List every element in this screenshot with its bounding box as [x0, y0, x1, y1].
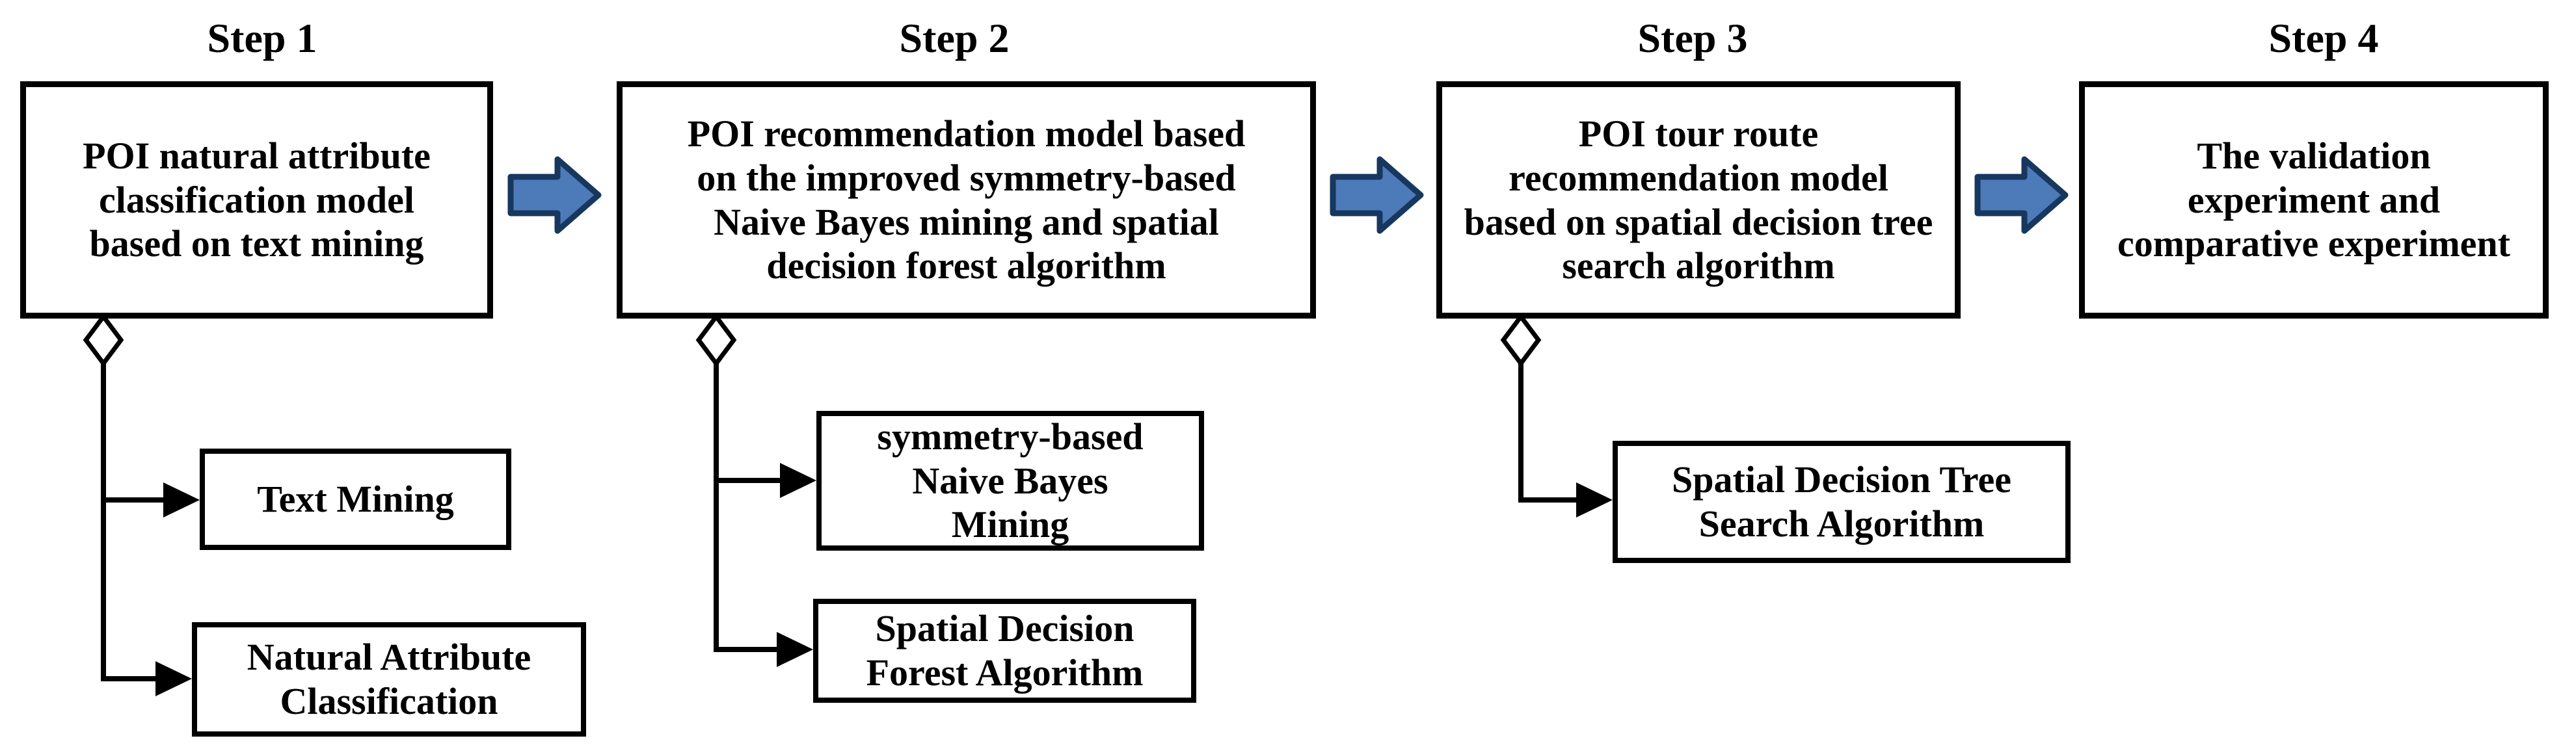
step2-sub-box-2-label: Spatial Decision Forest Algorithm: [866, 607, 1144, 694]
step1-sub-box-1-label: Text Mining: [257, 478, 454, 521]
step2-to-step3-flow-arrow-icon: [1330, 156, 1424, 234]
step3-heading: Step 3: [1637, 15, 1748, 61]
step4-main-box: The validation experiment and comparativ…: [2079, 81, 2549, 319]
step1-sub-box-natural-attribute-classification: Natural Attribute Classification: [192, 622, 586, 737]
step3-main-box-label: POI tour route recommendation model base…: [1464, 112, 1933, 287]
step2-aggregation-diamond-icon: [695, 313, 737, 367]
step3-aggregation-diamond-icon: [1500, 313, 1542, 367]
step1-aggregation-diamond-icon: [83, 313, 124, 367]
step2-sub-box-symmetry-naive-bayes-mining: symmetry-based Naive Bayes Mining: [816, 411, 1204, 551]
step3-sub-box-spatial-decision-tree-search: Spatial Decision Tree Search Algorithm: [1613, 441, 2071, 563]
step2-sub-box-1-label: symmetry-based Naive Bayes Mining: [877, 415, 1144, 546]
step2-branch2-arrowhead-icon: [777, 632, 813, 667]
step3-branch1-arrowhead-icon: [1576, 482, 1613, 518]
step3-main-box: POI tour route recommendation model base…: [1436, 81, 1961, 319]
step1-main-box-label: POI natural attribute classification mod…: [83, 134, 431, 265]
step2-branch1-arrowhead-icon: [780, 463, 816, 498]
step3-to-step4-flow-arrow-icon: [1974, 156, 2069, 234]
step1-to-step2-flow-arrow-icon: [507, 156, 602, 234]
step1-branch1-arrowhead-icon: [163, 482, 200, 518]
step1-branch2-arrowhead-icon: [155, 661, 192, 696]
step1-sub-box-2-label: Natural Attribute Classification: [247, 636, 531, 722]
step1-sub-box-text-mining: Text Mining: [200, 449, 511, 550]
step1-heading: Step 1: [207, 15, 317, 61]
step3-sub-box-1-label: Spatial Decision Tree Search Algorithm: [1672, 458, 2011, 545]
step2-main-box-label: POI recommendation model based on the im…: [687, 112, 1246, 287]
step4-main-box-label: The validation experiment and comparativ…: [2117, 134, 2510, 265]
step2-sub-box-spatial-decision-forest: Spatial Decision Forest Algorithm: [813, 599, 1196, 703]
step4-heading: Step 4: [2268, 15, 2379, 61]
step1-main-box: POI natural attribute classification mod…: [20, 81, 493, 319]
step2-main-box: POI recommendation model based on the im…: [617, 81, 1316, 319]
step2-heading: Step 2: [899, 15, 1010, 61]
